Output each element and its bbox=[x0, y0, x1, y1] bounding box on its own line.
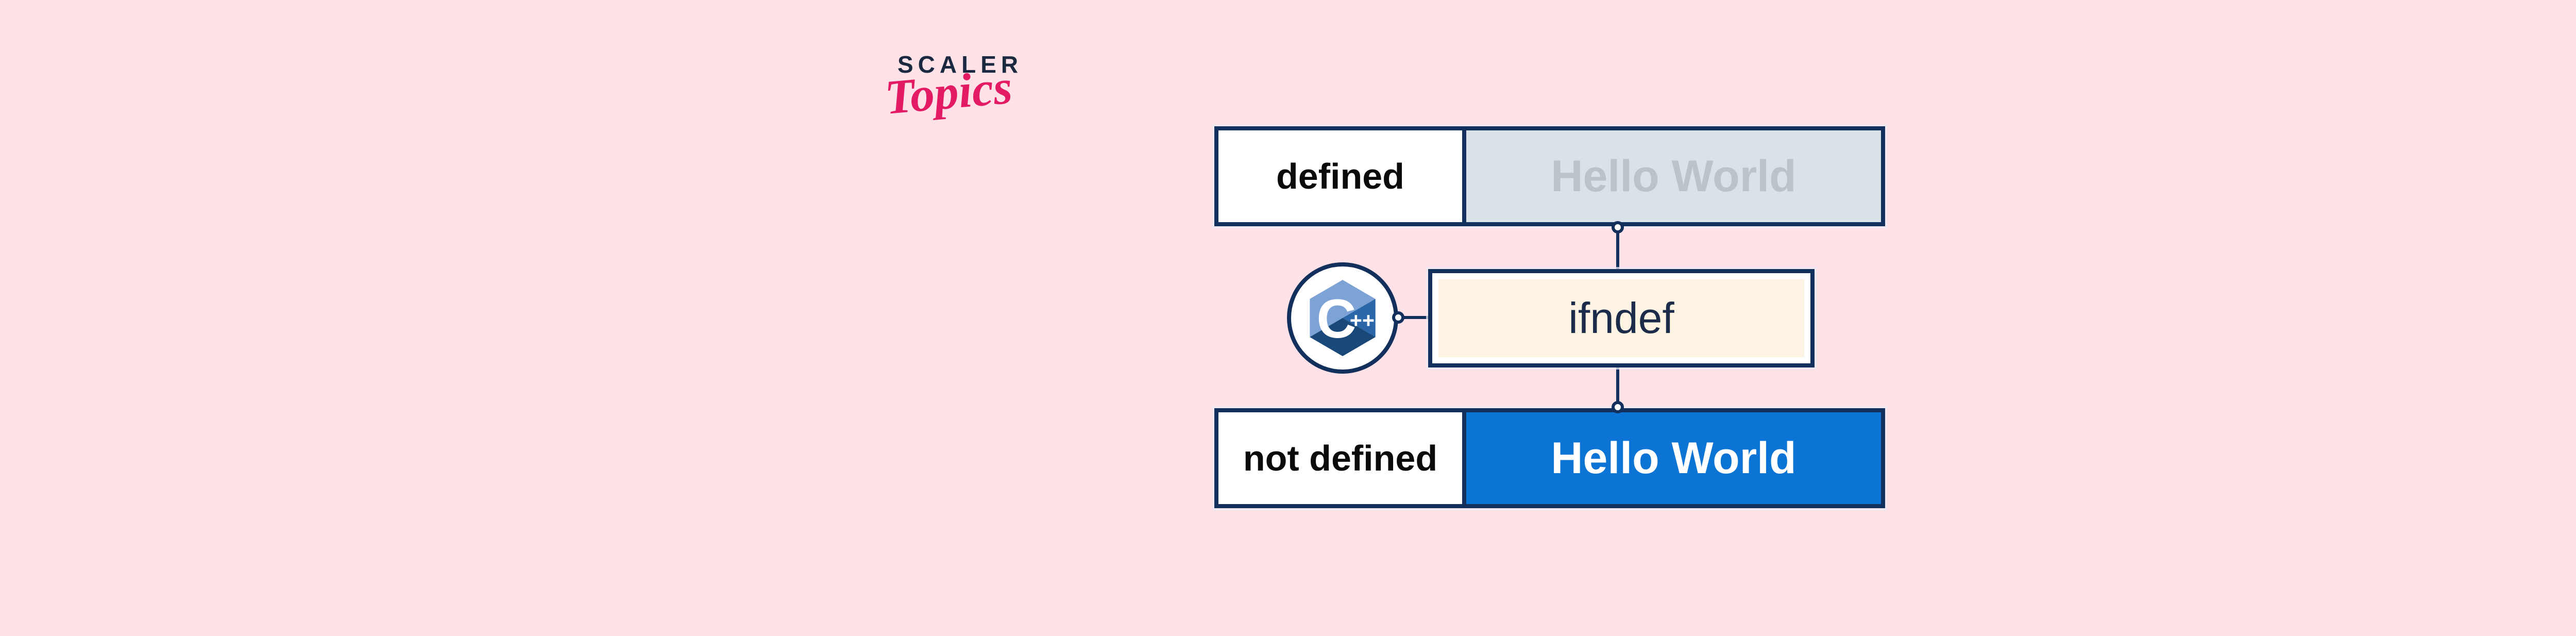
not-defined-condition-label: not defined bbox=[1218, 412, 1466, 504]
not-defined-row: not defined Hello World bbox=[1214, 408, 1885, 508]
cpp-hexagon-dark bbox=[1310, 318, 1376, 356]
cpp-logo-icon: C ++ bbox=[1310, 280, 1376, 356]
scaler-topics-logo: SCALER Topics bbox=[883, 47, 1050, 150]
cpp-hexagon-mid bbox=[1343, 299, 1376, 337]
connector-dot-top bbox=[1612, 221, 1624, 233]
connector-line-top bbox=[1616, 227, 1619, 271]
defined-row: defined Hello World bbox=[1214, 126, 1885, 226]
connector-dot-left bbox=[1392, 311, 1404, 324]
defined-output-label: Hello World bbox=[1466, 130, 1881, 222]
not-defined-output-label: Hello World bbox=[1466, 412, 1881, 504]
ifndef-box: ifndef bbox=[1428, 269, 1815, 367]
connector-line-bottom bbox=[1616, 365, 1619, 409]
connector-line-left bbox=[1397, 316, 1430, 319]
cpp-c-glyph: C bbox=[1316, 288, 1356, 349]
defined-condition-label: defined bbox=[1218, 130, 1466, 222]
logo-brand-text: SCALER bbox=[897, 51, 1023, 78]
ifndef-label: ifndef bbox=[1438, 279, 1804, 357]
cpp-logo-badge: C ++ bbox=[1287, 262, 1398, 374]
logo-script-text: Topics bbox=[883, 60, 1014, 125]
connector-dot-bottom bbox=[1612, 401, 1624, 413]
cpp-plusplus-glyph: ++ bbox=[1350, 309, 1375, 332]
